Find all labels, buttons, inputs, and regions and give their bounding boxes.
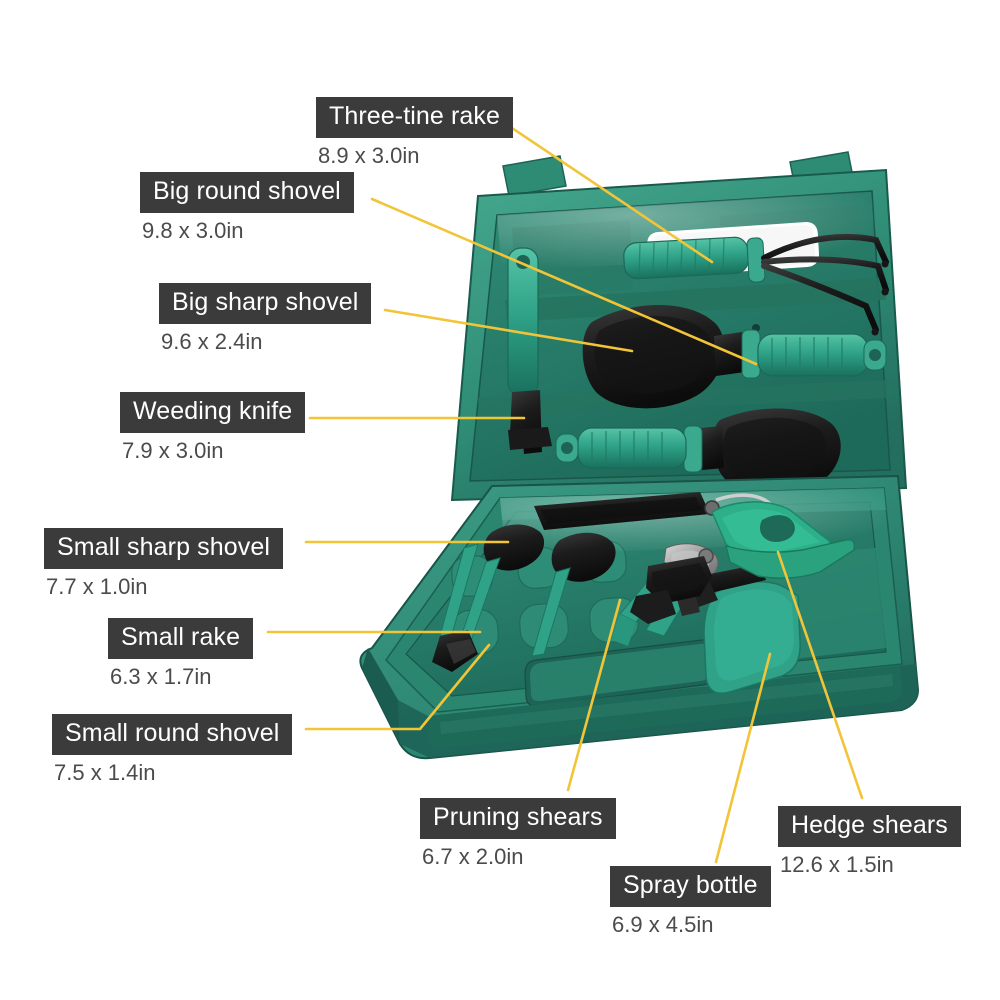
callout-dimensions-small-rake: 6.3 x 1.7in bbox=[110, 664, 212, 689]
callout-label-big-round-shovel: Big round shovel bbox=[140, 172, 354, 213]
callout-hedge-shears: Hedge shears 12.6 x 1.5in bbox=[778, 806, 961, 876]
callout-big-sharp-shovel: Big sharp shovel 9.6 x 2.4in bbox=[159, 283, 372, 354]
callout-label-big-sharp-shovel: Big sharp shovel bbox=[159, 283, 372, 324]
callout-dimensions-spray-bottle: 6.9 x 4.5in bbox=[612, 912, 714, 937]
callout-big-round-shovel: Big round shovel 9.8 x 3.0in bbox=[140, 172, 354, 242]
callout-dimensions-small-sharp-shovel: 7.7 x 1.0in bbox=[46, 574, 148, 599]
callout-spray-bottle: Spray bottle 6.9 x 4.5in bbox=[610, 866, 771, 936]
tool-big-sharp-shovel bbox=[555, 408, 841, 495]
callout-label-weeding-knife: Weeding knife bbox=[120, 392, 306, 433]
callout-label-three-tine-rake: Three-tine rake bbox=[316, 97, 514, 138]
callout-dimensions-three-tine-rake: 8.9 x 3.0in bbox=[318, 143, 420, 168]
tool-small-sharp-shovel bbox=[457, 524, 545, 647]
callout-dimensions-big-round-shovel: 9.8 x 3.0in bbox=[142, 218, 244, 243]
callout-label-spray-bottle: Spray bottle bbox=[610, 866, 771, 907]
callout-dimensions-small-round-shovel: 7.5 x 1.4in bbox=[54, 760, 156, 785]
callout-label-pruning-shears: Pruning shears bbox=[420, 798, 616, 839]
callout-small-round-shovel: Small round shovel 7.5 x 1.4in bbox=[52, 714, 293, 785]
callout-label-small-sharp-shovel: Small sharp shovel bbox=[44, 528, 284, 569]
callout-weeding-knife: Weeding knife 7.9 x 3.0in bbox=[120, 392, 306, 463]
callout-small-sharp-shovel: Small sharp shovel 7.7 x 1.0in bbox=[44, 528, 284, 599]
tool-small-round-shovel bbox=[531, 532, 616, 657]
callout-label-small-round-shovel: Small round shovel bbox=[52, 714, 293, 755]
callout-dimensions-weeding-knife: 7.9 x 3.0in bbox=[122, 438, 224, 463]
callout-small-rake: Small rake 6.3 x 1.7in bbox=[108, 618, 254, 689]
tool-shears-grip bbox=[630, 556, 712, 624]
callout-three-tine-rake: Three-tine rake 8.9 x 3.0in bbox=[316, 97, 514, 168]
callout-dimensions-hedge-shears: 12.6 x 1.5in bbox=[780, 852, 894, 877]
callout-label-hedge-shears: Hedge shears bbox=[778, 806, 961, 847]
callout-dimensions-pruning-shears: 6.7 x 2.0in bbox=[422, 844, 524, 869]
callout-dimensions-big-sharp-shovel: 9.6 x 2.4in bbox=[161, 329, 263, 354]
callout-pruning-shears: Pruning shears 6.7 x 2.0in bbox=[420, 798, 616, 868]
callout-label-small-rake: Small rake bbox=[108, 618, 254, 659]
